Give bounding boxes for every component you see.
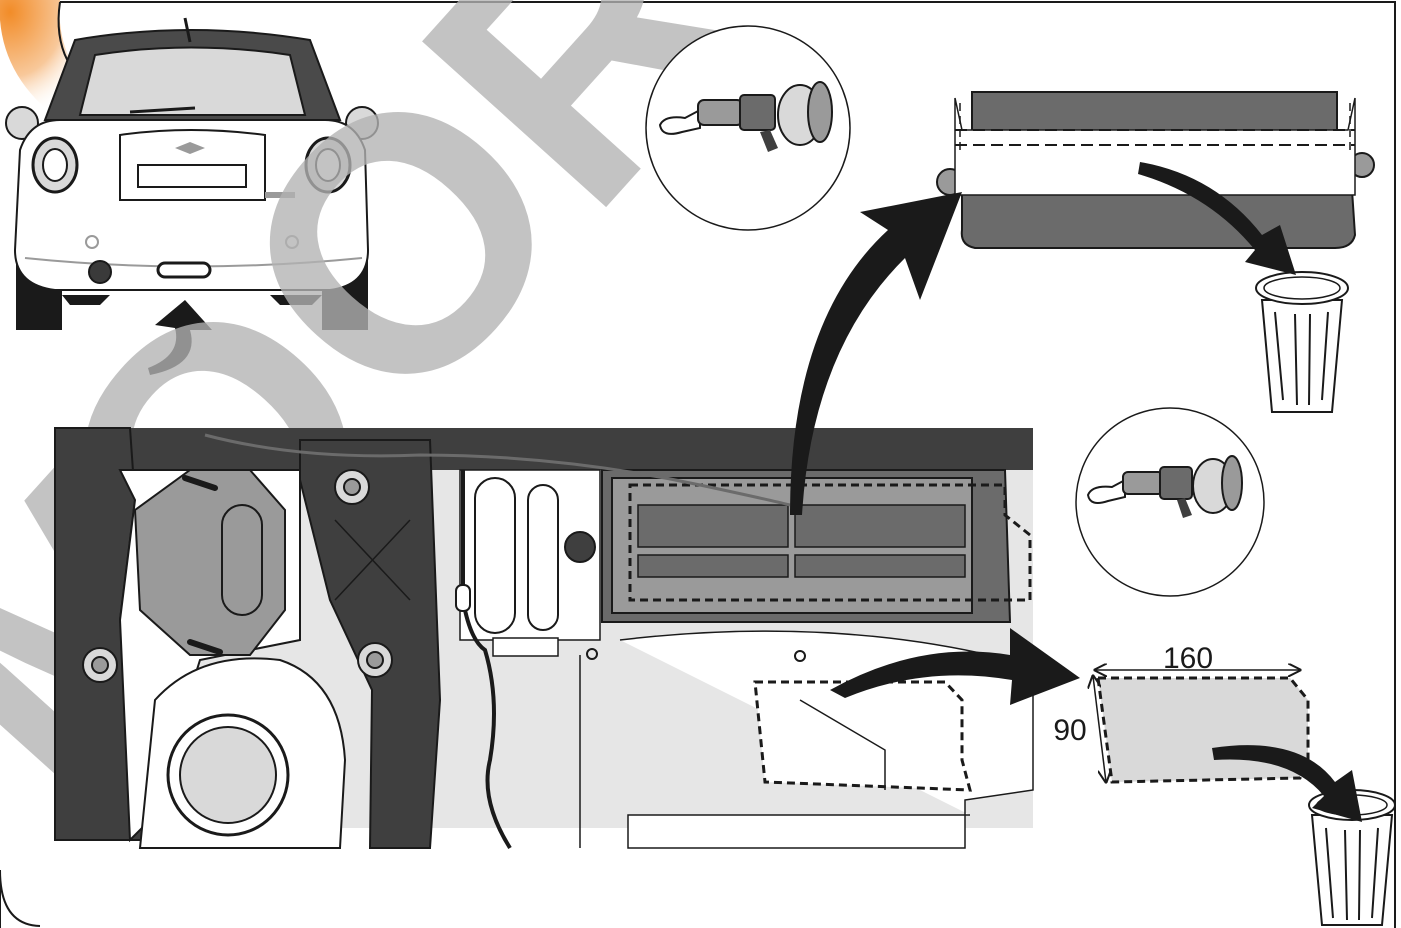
width-label: 160 (1163, 642, 1213, 675)
height-dimension: 90 (1053, 676, 1106, 782)
car-rear-icon (5, 17, 379, 330)
curved-arrow-icon (1138, 162, 1296, 275)
trash-bin-icon (1255, 271, 1349, 413)
bumper-detail-view (54, 427, 1034, 850)
angle-grinder-icon (645, 25, 851, 231)
curved-arrow-icon (830, 628, 1080, 705)
curved-arrow-icon (148, 300, 212, 375)
cutout-panel (1096, 676, 1310, 784)
curved-arrow-icon (1212, 745, 1362, 822)
angle-grinder-icon (1075, 407, 1265, 597)
curved-arrow-icon (790, 192, 962, 515)
width-dimension: 160 (1095, 642, 1300, 675)
height-label: 90 (1053, 714, 1086, 747)
